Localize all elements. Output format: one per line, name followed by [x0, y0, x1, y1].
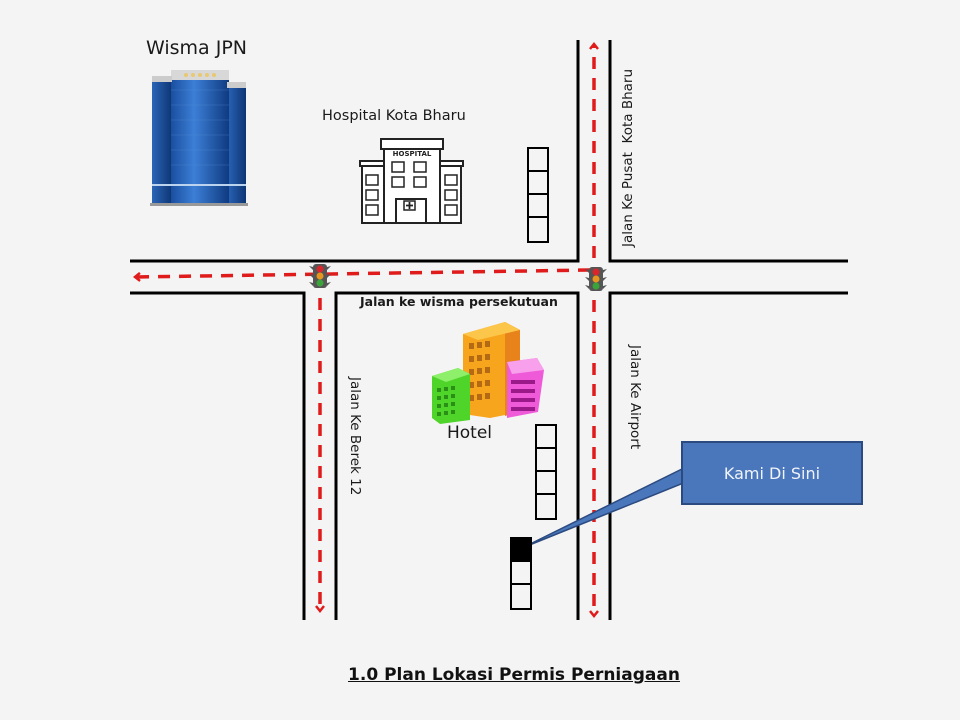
shop-lot [529, 172, 547, 195]
callout-label: Kami Di Sini [723, 463, 821, 483]
shop-lot [537, 472, 555, 495]
we-are-here-callout: Kami Di Sini [681, 441, 863, 505]
road-label-horizontal: Jalan ke wisma persekutuan [360, 294, 558, 309]
office-tower-icon [150, 70, 248, 206]
shop-lot [529, 218, 547, 241]
traffic-light-icon [585, 267, 607, 291]
hospital-building-icon: HOSPITAL [359, 138, 464, 224]
shop-lot [537, 449, 555, 472]
hotel-label: Hotel [447, 423, 493, 443]
road-label-airport: Jalan Ke Airport [627, 345, 643, 450]
shop-lot-block-middle [535, 424, 557, 520]
hotel-buildings-icon [432, 322, 544, 424]
shop-lot [512, 562, 530, 585]
shop-lot-block-ours [510, 537, 532, 610]
shop-lot [512, 585, 530, 608]
our-shop-lot[interactable] [512, 539, 530, 562]
shop-lot [537, 495, 555, 518]
page-title: 1.0 Plan Lokasi Permis Perniagaan [348, 665, 680, 685]
svg-text:HOSPITAL: HOSPITAL [393, 150, 432, 158]
shop-lot [529, 149, 547, 172]
shop-lot-block-north [527, 147, 549, 243]
route-lines [132, 41, 599, 619]
road-label-north: Jalan Ke Pusat Kota Bharu [620, 68, 636, 247]
road-label-berek: Jalan Ke Berek 12 [347, 377, 363, 496]
hospital-label: Hospital Kota Bharu [322, 108, 466, 124]
traffic-light-icon [309, 264, 331, 288]
road-edges [130, 40, 848, 620]
shop-lot [537, 426, 555, 449]
wisma-jpn-label: Wisma JPN [146, 37, 248, 59]
shop-lot [529, 195, 547, 218]
